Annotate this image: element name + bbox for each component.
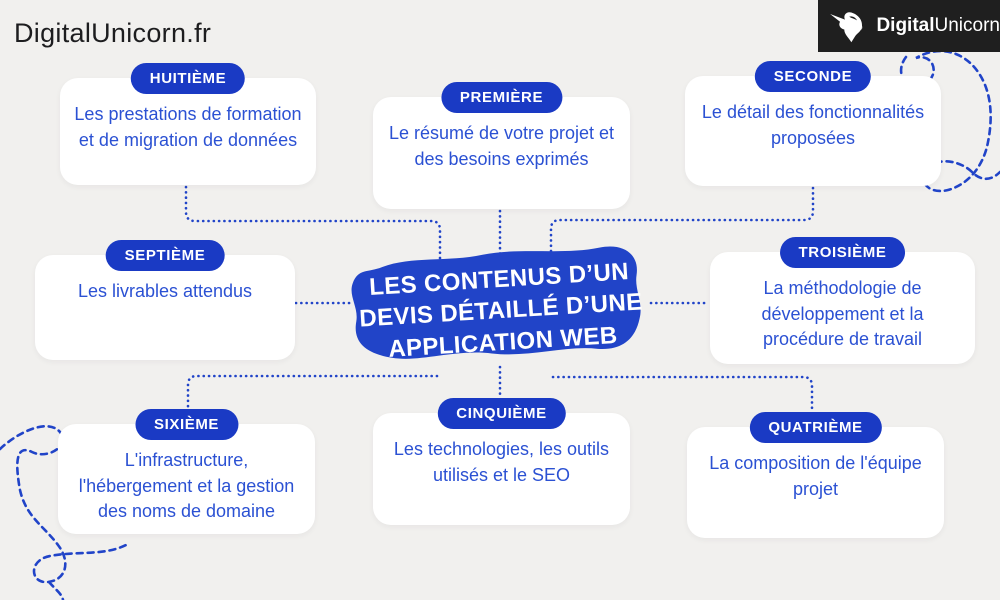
card-seconde-text: Le détail des fonctionnalités proposées <box>701 102 925 148</box>
card-premiere-text: Le résumé de votre projet et des besoins… <box>388 123 615 169</box>
brand-name-regular: Unicorn <box>934 15 1000 36</box>
card-seconde: SECONDE Le détail des fonctionnalités pr… <box>685 61 941 186</box>
card-troisieme-text: La méthodologie de développement et la p… <box>761 278 924 350</box>
brand-logo: DigitalUnicorn <box>818 0 1000 52</box>
card-cinquieme: CINQUIÈME Les technologies, les outils u… <box>373 398 630 525</box>
card-huitieme-badge: HUITIÈME <box>130 63 246 95</box>
card-quatrieme-badge: QUATRIÈME <box>749 412 882 444</box>
card-cinquieme-badge: CINQUIÈME <box>437 398 566 430</box>
card-quatrieme: QUATRIÈME La composition de l'équipe pro… <box>687 412 944 538</box>
site-title: DigitalUnicorn.fr <box>14 18 212 48</box>
card-premiere-badge: PREMIÈRE <box>440 82 563 114</box>
central-topic-title: LES CONTENUS D’UN DEVIS DÉTAILLÉ D’UNE A… <box>334 230 668 392</box>
card-sixieme: SIXIÈME L'infrastructure, l'hébergement … <box>58 409 315 534</box>
brand-logo-text: DigitalUnicorn <box>876 15 1000 37</box>
unicorn-icon <box>830 12 863 43</box>
card-troisieme: TROISIÈME La méthodologie de développeme… <box>710 237 975 364</box>
card-quatrieme-text: La composition de l'équipe projet <box>709 453 922 499</box>
card-septieme-text: Les livrables attendus <box>77 281 253 301</box>
card-huitieme-text: Les prestations de formation et de migra… <box>74 104 302 150</box>
connector-quatrieme <box>551 375 814 414</box>
card-cinquieme-text: Les technologies, les outils utilisés et… <box>393 439 610 485</box>
card-premiere: PREMIÈRE Le résumé de votre projet et de… <box>373 82 630 209</box>
brand-name-bold: Digital <box>876 15 935 36</box>
central-topic: LES CONTENUS D’UN DEVIS DÉTAILLÉ D’UNE A… <box>338 240 664 382</box>
card-sixieme-text: L'infrastructure, l'hébergement et la ge… <box>78 450 295 522</box>
card-troisieme-badge: TROISIÈME <box>779 237 906 269</box>
card-sixieme-badge: SIXIÈME <box>134 409 239 441</box>
card-septieme-badge: SEPTIÈME <box>105 240 225 272</box>
card-huitieme: HUITIÈME Les prestations de formation et… <box>60 63 316 185</box>
card-septieme: SEPTIÈME Les livrables attendus <box>35 240 295 360</box>
central-blob-shape <box>351 246 641 359</box>
card-seconde-badge: SECONDE <box>754 61 872 93</box>
